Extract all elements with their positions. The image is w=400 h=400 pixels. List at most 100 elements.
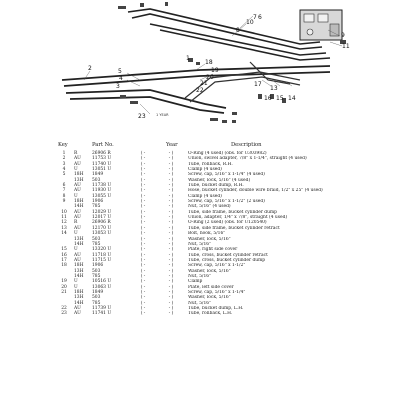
part-prefix: 13H bbox=[74, 295, 84, 301]
part-key: 22 bbox=[61, 305, 67, 311]
part-key: 18 bbox=[61, 263, 67, 269]
part-qty: ( - bbox=[140, 204, 146, 210]
parts-diagram: 10 7 6 8 9 11 2 5 4 3 18 19 20 21 22 1 1… bbox=[0, 0, 400, 125]
part-prefix: U bbox=[74, 279, 78, 285]
part-year: - ) bbox=[168, 225, 174, 231]
part-qty: ( - bbox=[140, 252, 146, 258]
part-year: - ) bbox=[168, 236, 174, 242]
callout-18: 18 bbox=[205, 59, 213, 66]
part-key: 11 bbox=[61, 215, 67, 221]
part-key: 17 bbox=[61, 257, 67, 263]
part-key: 16 bbox=[61, 252, 67, 258]
part-prefix: AU bbox=[74, 161, 81, 167]
part-description: Nut, 5/16" bbox=[188, 241, 212, 247]
part-description: Tube, side frame, bucket cylinder retrac… bbox=[188, 225, 280, 231]
part-year: - ) bbox=[168, 252, 174, 258]
part-prefix: U bbox=[74, 231, 78, 237]
part-year: - ) bbox=[168, 247, 174, 253]
callout-17: 17 bbox=[254, 81, 262, 88]
part-number: 11738 U bbox=[92, 183, 112, 189]
part-number: 1849 bbox=[92, 289, 104, 295]
part-number: 785 bbox=[92, 273, 101, 279]
part-year: - ) bbox=[168, 215, 174, 221]
callout-7: 7 bbox=[253, 14, 257, 21]
part-number: 13053 U bbox=[92, 231, 112, 237]
part-description: Plate, left side cover bbox=[188, 284, 234, 290]
part-description: Hose, bucket cylinder, double wire braid… bbox=[188, 188, 323, 194]
part-qty: ( - bbox=[140, 289, 146, 295]
part-prefix: AU bbox=[74, 156, 81, 162]
part-year: - ) bbox=[168, 220, 174, 226]
callout-3: 3 bbox=[116, 83, 120, 90]
part-qty: ( - bbox=[140, 268, 146, 274]
part-description: Screw, cap, 5/16" x 1-1/4" bbox=[188, 289, 246, 295]
part-number: 785 bbox=[92, 300, 101, 306]
part-prefix: AU bbox=[74, 209, 81, 215]
part-qty: ( - bbox=[140, 161, 146, 167]
part-qty: ( - bbox=[140, 167, 146, 173]
callout-19: 19 bbox=[211, 67, 219, 74]
part-qty: ( - bbox=[140, 300, 146, 306]
part-number: 11740 U bbox=[92, 161, 112, 167]
part-year: - ) bbox=[168, 257, 174, 263]
part-qty: ( - bbox=[140, 177, 146, 183]
part-description: Screw, cap, 5/16" x 1-1/2" bbox=[188, 263, 246, 269]
part-year: - ) bbox=[168, 204, 174, 210]
part-key: 4 bbox=[62, 167, 66, 173]
callout-21: 21 bbox=[200, 80, 208, 87]
part-number: 1906 bbox=[92, 199, 104, 205]
callout-11: 11 bbox=[342, 43, 350, 50]
part-qty: ( - bbox=[140, 257, 146, 263]
callout-9: 9 bbox=[341, 32, 345, 39]
cross-tubes bbox=[184, 61, 301, 103]
part-qty: ( - bbox=[140, 193, 146, 199]
part-qty: ( - bbox=[140, 295, 146, 301]
part-qty: ( - bbox=[140, 215, 146, 221]
part-qty: ( - bbox=[140, 273, 146, 279]
part-description: Nut, 5/16" bbox=[188, 273, 212, 279]
part-qty: ( - bbox=[140, 231, 146, 237]
part-number: 11741 U bbox=[92, 311, 112, 317]
part-prefix: AU bbox=[74, 252, 81, 258]
part-prefix: 18H bbox=[74, 263, 84, 269]
part-number: 11715 U bbox=[92, 257, 112, 263]
valve-block bbox=[299, 9, 343, 41]
part-description: Tube, rollback, L.H. bbox=[188, 311, 233, 317]
part-qty: ( - bbox=[140, 225, 146, 231]
part-prefix: 14H bbox=[74, 273, 84, 279]
part-qty: ( - bbox=[140, 209, 146, 215]
part-year: - ) bbox=[168, 172, 174, 178]
part-key: 9 bbox=[62, 199, 66, 205]
part-description: Clamp bbox=[188, 279, 203, 285]
part-prefix: U bbox=[74, 284, 78, 290]
part-key: 15 bbox=[61, 247, 67, 253]
part-year: - ) bbox=[168, 156, 174, 162]
part-description: Screw, cap, 5/16" x 1-1/4" (4 used) bbox=[188, 172, 265, 178]
part-key: 8 bbox=[62, 193, 66, 199]
part-prefix: R bbox=[74, 220, 78, 226]
part-year: - ) bbox=[168, 199, 174, 205]
part-qty: ( - bbox=[140, 188, 146, 194]
part-description: Tube, cross, bucket cylinder retract bbox=[188, 252, 268, 258]
callout-14: 14 bbox=[288, 95, 296, 102]
callout-20: 20 bbox=[206, 74, 214, 81]
part-number: 11753 U bbox=[92, 156, 112, 162]
part-number: 26906 R bbox=[92, 151, 111, 156]
callout-10: 10 bbox=[246, 19, 254, 26]
callout-4: 4 bbox=[119, 75, 123, 82]
part-description: Nut, 5/16" (4 used) bbox=[188, 204, 231, 210]
part-prefix: AU bbox=[74, 183, 81, 189]
part-key: 7 bbox=[62, 188, 66, 194]
part-description: Clamp (4 used) bbox=[188, 193, 222, 199]
part-prefix: AU bbox=[74, 215, 81, 221]
